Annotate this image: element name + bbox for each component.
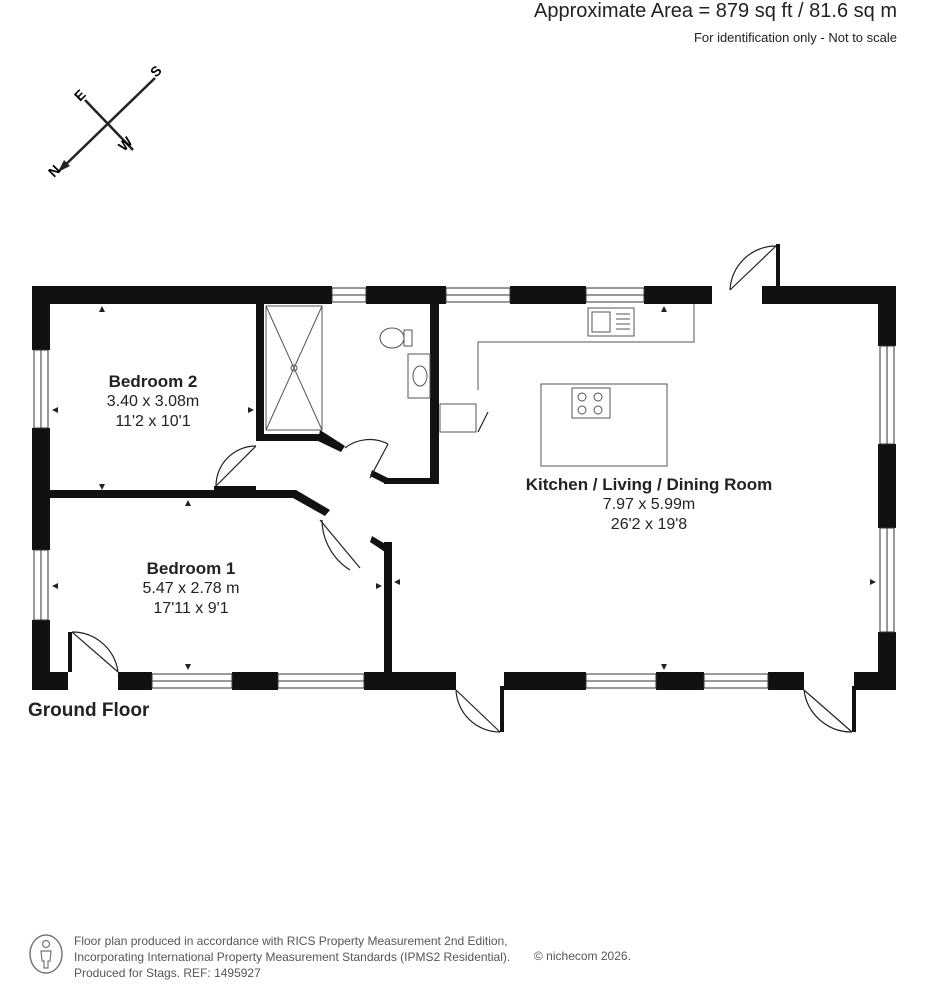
approximate-area: Approximate Area = 879 sq ft / 81.6 sq m xyxy=(534,0,897,22)
footer-line-2: Incorporating International Property Mea… xyxy=(74,950,511,964)
shower-tray xyxy=(265,305,323,431)
room-name: Kitchen / Living / Dining Room xyxy=(525,475,773,494)
room-bedroom-1: Bedroom 1 5.47 x 2.78 m 17'11 x 9'1 xyxy=(116,559,266,619)
identification-note: For identification only - Not to scale xyxy=(693,30,897,45)
compass-n: N xyxy=(45,162,63,180)
kitchen-fixtures xyxy=(477,304,695,467)
room-name: Bedroom 2 xyxy=(108,372,198,391)
interior-walls xyxy=(50,304,439,672)
room-kitchen-living-dining: Kitchen / Living / Dining Room 7.97 x 5.… xyxy=(494,475,804,535)
floor-label: Ground Floor xyxy=(28,700,150,721)
room-imperial: 26'2 x 19'8 xyxy=(610,516,688,533)
compass-s: S xyxy=(147,62,165,80)
outer-walls xyxy=(32,244,896,732)
toilet xyxy=(379,327,405,349)
copyright: © nichecom 2026. xyxy=(534,949,631,963)
footer-line-1: Floor plan produced in accordance with R… xyxy=(74,934,508,948)
room-metric: 7.97 x 5.99m xyxy=(602,496,696,513)
compass-rose: S E W N xyxy=(45,62,165,180)
room-name: Bedroom 1 xyxy=(146,559,236,578)
footer-text: Floor plan produced in accordance with R… xyxy=(74,933,510,981)
room-imperial: 11'2 x 10'1 xyxy=(115,413,191,430)
sink xyxy=(587,307,635,337)
basin xyxy=(407,353,431,399)
door-swings xyxy=(71,245,853,733)
measurement-markers xyxy=(52,306,876,670)
hob xyxy=(571,387,611,419)
room-metric: 5.47 x 2.78 m xyxy=(142,580,240,597)
bathroom-fixtures xyxy=(265,305,477,433)
person-icon xyxy=(29,934,63,974)
room-bedroom-2: Bedroom 2 3.40 x 3.08m 11'2 x 10'1 xyxy=(78,372,228,432)
room-metric: 3.40 x 3.08m xyxy=(106,393,200,410)
windows xyxy=(33,287,895,689)
shower-drain xyxy=(290,364,298,372)
kitchen-island xyxy=(540,383,668,467)
footer-line-3: Produced for Stags. REF: 1495927 xyxy=(74,966,261,980)
room-imperial: 17'11 x 9'1 xyxy=(153,600,229,617)
